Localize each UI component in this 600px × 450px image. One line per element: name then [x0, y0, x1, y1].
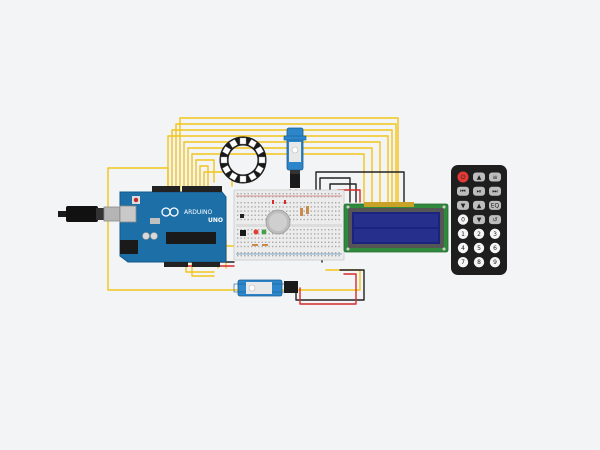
remote-button-label: 8	[477, 259, 481, 266]
board-model: UNO	[208, 217, 223, 224]
remote-button-label: 9	[493, 259, 497, 266]
remote-button-16[interactable]: 4	[457, 242, 469, 254]
servo-motor-bottom[interactable]	[233, 279, 298, 297]
remote-button-label: 2	[477, 231, 481, 238]
green-led	[261, 229, 267, 235]
wire-yellow	[179, 117, 399, 203]
wire-yellow	[175, 123, 397, 203]
remote-buttons: ⏻ ▲ ≡ ⏮ ⏯ ⏭ ▼ ▲ EQ 0 ▼ ↺ 1 2 3 4 5 6 7 8 9	[457, 171, 501, 268]
remote-button-label: 3	[493, 231, 497, 238]
remote-button-label: 7	[461, 259, 465, 266]
neopixel-ring[interactable]	[219, 136, 267, 184]
remote-button-label: ▲	[477, 174, 482, 181]
remote-button-3[interactable]: ≡	[489, 172, 501, 182]
wire-yellow	[171, 129, 393, 203]
servo-motor-top[interactable]	[283, 127, 307, 188]
wire-black	[295, 269, 365, 301]
remote-button-17[interactable]: 5	[473, 242, 485, 254]
servo-connector	[290, 174, 300, 188]
arduino-uno-board[interactable]: ARDUINO UNO	[119, 186, 227, 267]
wire-yellow	[195, 159, 215, 193]
remote-button-11[interactable]: ▼	[473, 215, 485, 225]
remote-button-18[interactable]: 6	[489, 242, 501, 254]
board-brand: ARDUINO	[184, 209, 213, 216]
remote-button-5[interactable]: ⏯	[473, 186, 485, 196]
wire-yellow	[167, 135, 389, 203]
wire-black	[315, 171, 405, 203]
remote-button-12[interactable]: ↺	[489, 215, 501, 225]
remote-button-label: 4	[461, 245, 465, 252]
remote-button-label: ⏮	[460, 188, 466, 195]
remote-button-7[interactable]: ▼	[457, 200, 469, 210]
remote-button-2[interactable]: ▲	[473, 172, 485, 182]
remote-button-label: 5	[477, 245, 481, 252]
wire-red	[299, 273, 357, 305]
microcontroller-chip	[166, 232, 216, 244]
remote-button-label: ⏻	[461, 174, 466, 181]
breadboard-holes	[237, 193, 340, 257]
remote-button-label: ≡	[492, 174, 497, 181]
remote-button-8[interactable]: ▲	[473, 200, 485, 210]
breadboard[interactable]	[233, 189, 345, 261]
remote-button-6[interactable]: ⏭	[489, 186, 501, 196]
remote-button-label: ⏭	[492, 188, 498, 195]
remote-button-label: ▼	[461, 202, 466, 209]
remote-button-10[interactable]: 0	[457, 214, 469, 225]
remote-button-label: 1	[461, 231, 465, 238]
remote-button-15[interactable]: 3	[489, 228, 501, 239]
wire-yellow	[187, 147, 373, 203]
remote-button-21[interactable]: 9	[489, 257, 501, 268]
remote-button-label: ▼	[477, 217, 482, 224]
servo-connector	[284, 281, 298, 293]
red-led	[253, 229, 259, 235]
remote-button-9[interactable]: EQ	[489, 200, 501, 210]
remote-button-label: ▲	[477, 202, 482, 209]
remote-button-19[interactable]: 7	[457, 257, 469, 268]
wire-yellow	[199, 165, 209, 193]
remote-button-14[interactable]: 2	[473, 228, 485, 239]
remote-button-13[interactable]: 1	[457, 228, 469, 239]
usb-cable	[58, 206, 127, 222]
remote-button-20[interactable]: 8	[473, 257, 485, 268]
remote-button-label: EQ	[491, 202, 500, 209]
reset-button[interactable]	[133, 197, 139, 203]
remote-button-label: ↺	[492, 217, 497, 224]
remote-button-label: 0	[461, 217, 465, 224]
ring-leds	[220, 137, 266, 183]
lcd-display[interactable]	[343, 202, 449, 253]
ir-receiver	[240, 230, 246, 236]
wire-yellow	[191, 153, 365, 203]
ir-remote[interactable]: ⏻ ▲ ≡ ⏮ ⏯ ⏭ ▼ ▲ EQ 0 ▼ ↺ 1 2 3 4 5 6 7 8 9	[451, 165, 507, 275]
remote-button-label: ⏯	[477, 188, 482, 195]
arduino-logo-icon	[161, 207, 179, 217]
remote-button-1[interactable]: ⏻	[457, 171, 469, 183]
remote-button-label: 6	[493, 245, 497, 252]
remote-button-4[interactable]: ⏮	[457, 186, 469, 196]
